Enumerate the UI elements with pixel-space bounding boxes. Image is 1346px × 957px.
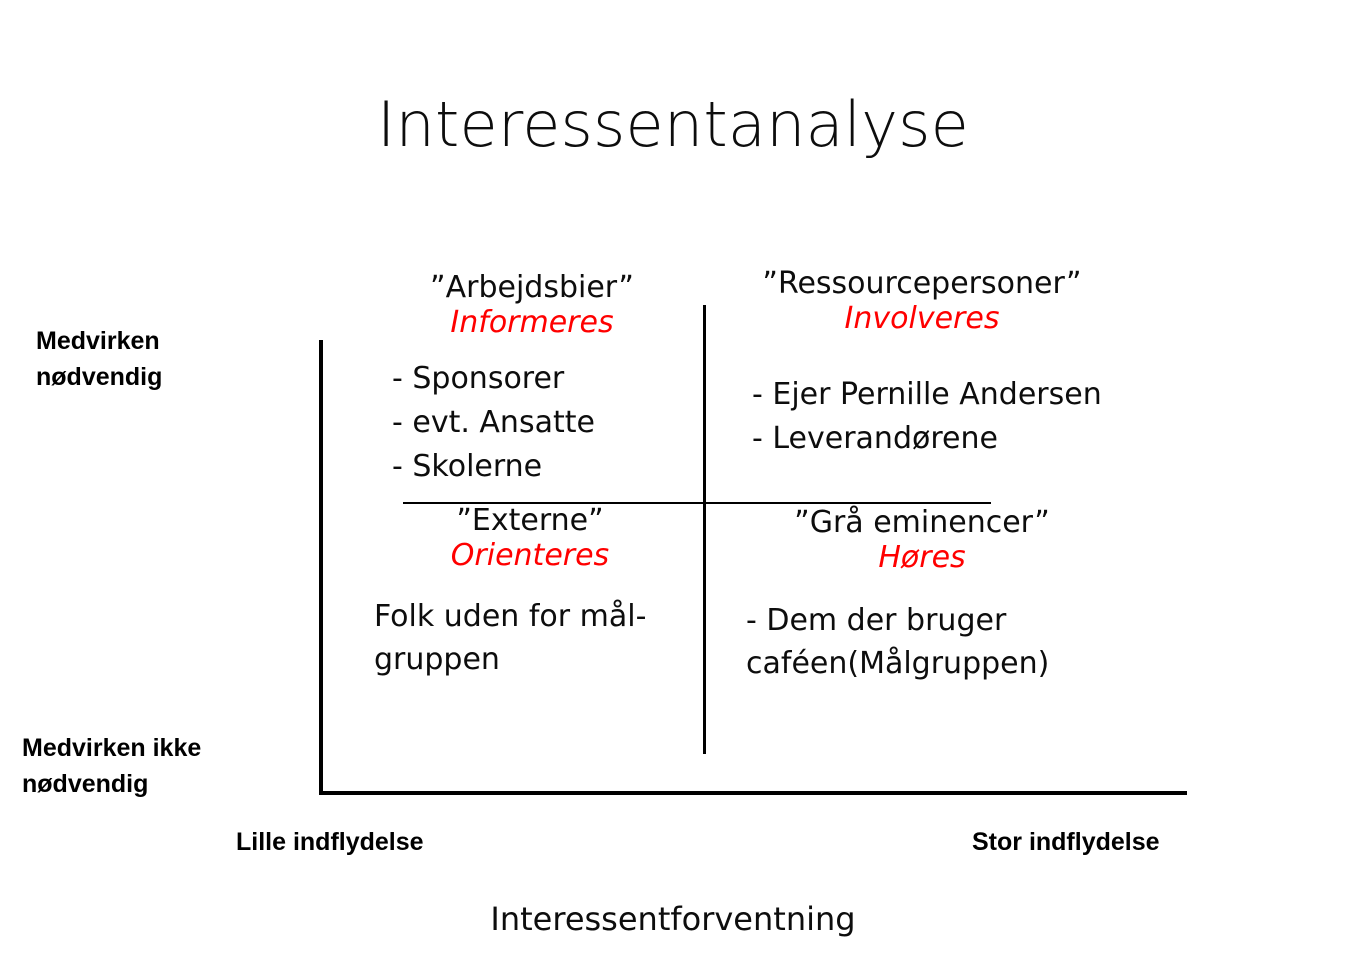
x-axis-label-left: Lille indflydelse [236, 828, 424, 856]
page-title: Interessentanalyse [377, 88, 969, 161]
quadrant-top-right-heading: ”Ressourcepersoner” [762, 266, 1082, 301]
quadrant-bottom-left: ”Externe” Orienteres Folk uden for mål-g… [370, 503, 690, 682]
quadrant-top-right-action: Involveres [844, 301, 1000, 337]
list-item: - Leverandørene [752, 420, 998, 456]
y-axis-label-top-line1: Medvirken [36, 327, 160, 355]
quadrant-horizontal-divider [403, 502, 991, 504]
quadrant-top-left: ”Arbejdsbier” Informeres - Sponsorer - e… [372, 270, 692, 489]
y-axis-label-bottom-line1: Medvirken ikke [22, 734, 202, 762]
quadrant-bottom-left-items: Folk uden for mål-gruppen [370, 596, 690, 682]
x-axis-line [319, 791, 1187, 795]
quadrant-vertical-divider [703, 305, 706, 754]
y-axis-label-bottom-line2: nødvendig [22, 770, 149, 798]
list-item: Folk uden for mål-gruppen [374, 598, 647, 677]
quadrant-top-right-items: - Ejer Pernille Andersen - Leverandørene [722, 373, 1122, 461]
quadrant-top-left-items: - Sponsorer - evt. Ansatte - Skolerne [372, 357, 692, 489]
quadrant-bottom-left-heading: ”Externe” [456, 503, 604, 538]
quadrant-bottom-right-action: Høres [878, 540, 966, 576]
quadrant-top-left-heading: ”Arbejdsbier” [430, 270, 634, 305]
quadrant-top-right: ”Ressourcepersoner” Involveres - Ejer Pe… [722, 266, 1122, 461]
list-item: - Skolerne [392, 448, 543, 484]
y-axis-label-bottom: Medvirken ikke nødvendig [22, 730, 322, 802]
list-item: - Ejer Pernille Andersen [752, 376, 1102, 412]
x-axis-caption: Interessentforventning [490, 900, 856, 938]
quadrant-bottom-left-action: Orienteres [450, 538, 610, 574]
y-axis-label-top-line2: nødvendig [36, 363, 163, 391]
list-item: - Sponsorer [392, 360, 565, 396]
list-item: - Dem der bruger caféen(Målgruppen) [746, 602, 1050, 681]
quadrant-bottom-right: ”Grå eminencer” Høres - Dem der bruger c… [722, 505, 1122, 686]
list-item: - evt. Ansatte [392, 404, 595, 440]
x-axis-label-right: Stor indflydelse [972, 828, 1160, 856]
y-axis-label-top: Medvirken nødvendig [36, 323, 306, 395]
quadrant-bottom-right-items: - Dem der bruger caféen(Målgruppen) [722, 600, 1122, 686]
y-axis-line [319, 340, 323, 795]
quadrant-bottom-right-heading: ”Grå eminencer” [794, 505, 1050, 540]
quadrant-top-left-action: Informeres [450, 305, 614, 341]
